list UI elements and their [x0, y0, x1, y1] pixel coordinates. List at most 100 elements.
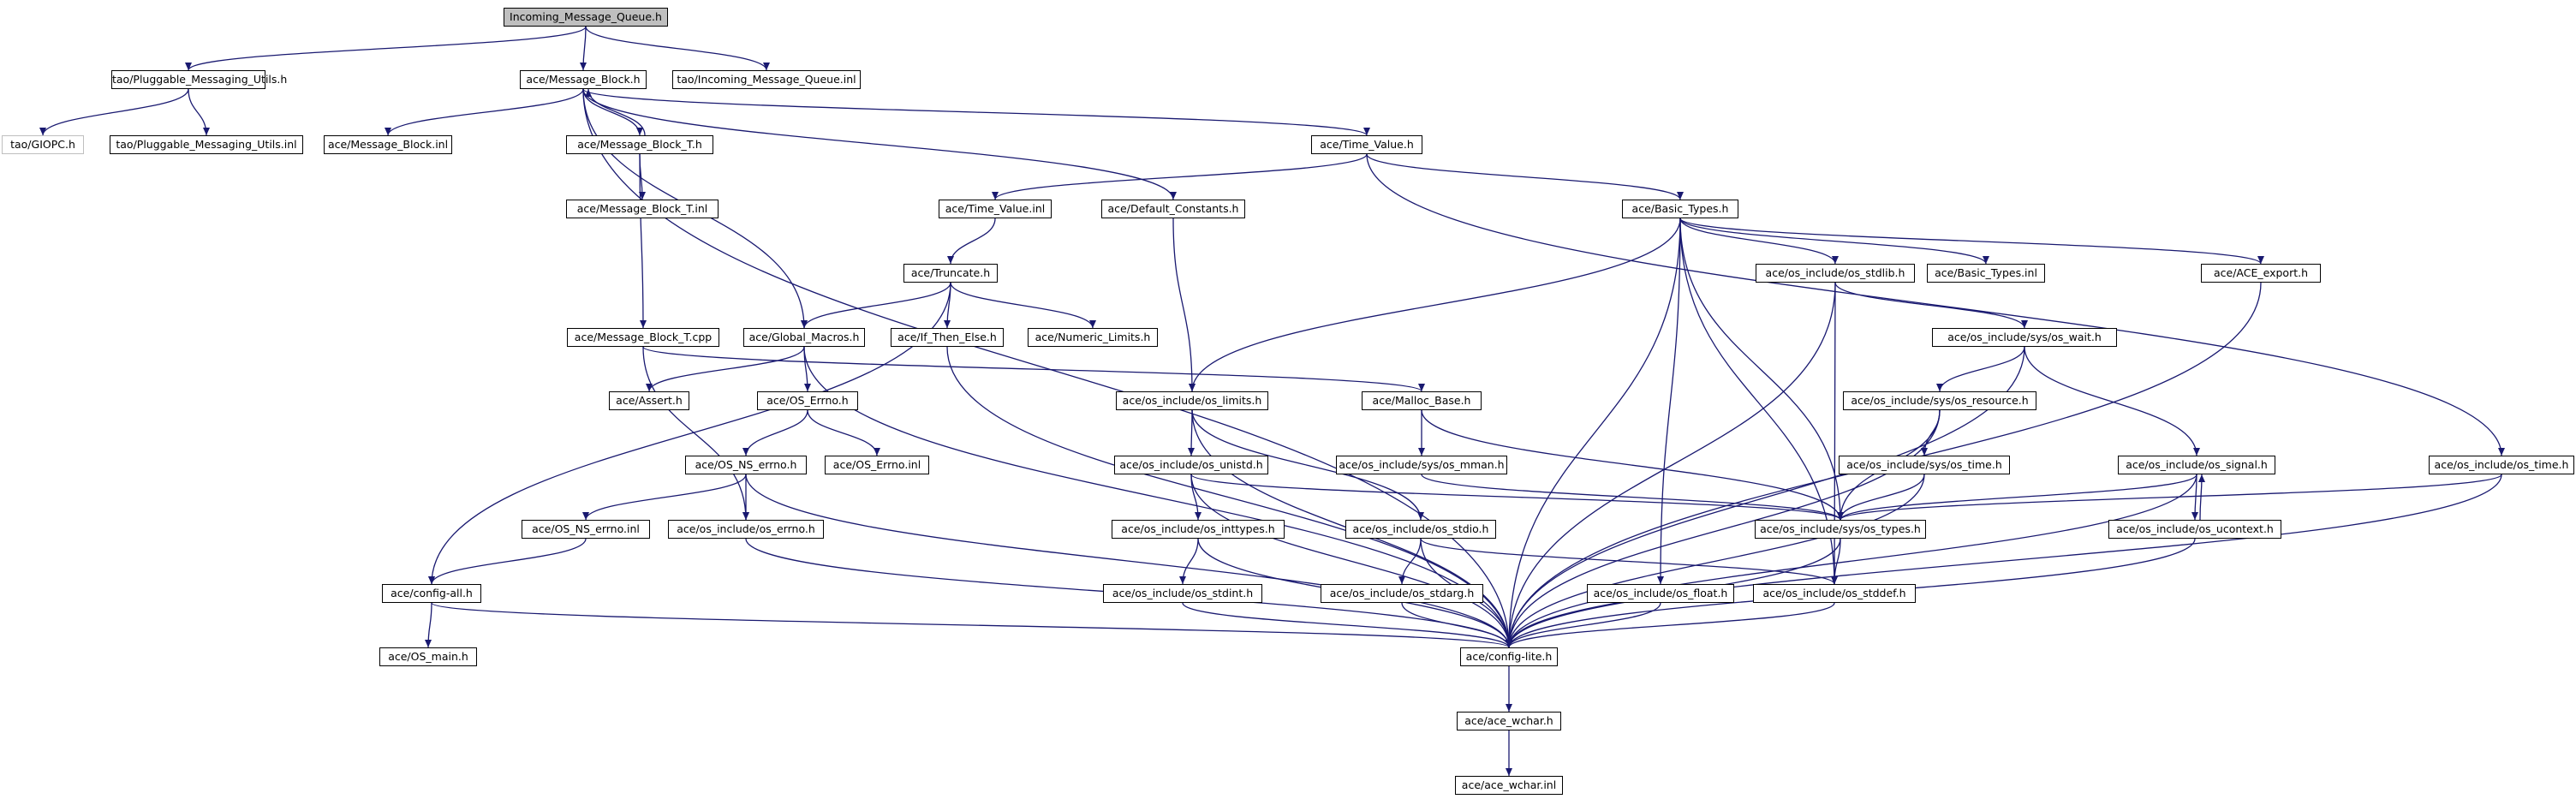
node-ace-time-value-inl[interactable]: ace/Time_Value.inl — [939, 200, 1052, 218]
edge-n43-to-n47 — [1401, 602, 1512, 648]
node-ace-time-value-h[interactable]: ace/Time_Value.h — [1311, 135, 1422, 154]
node-ace-truncate-h[interactable]: ace/Truncate.h — [903, 264, 998, 283]
edge-n15-to-n45 — [1831, 282, 1839, 585]
node-ace-os-main-h[interactable]: ace/OS_main.h — [379, 647, 477, 666]
node-ace-os-include-sys-os-mman-h[interactable]: ace/os_include/sys/os_mman.h — [1336, 456, 1507, 474]
edge-n31-to-n39 — [1421, 474, 1844, 521]
edge-n13-to-n44 — [1657, 218, 1681, 585]
node-ace-os-include-os-inttypes-h[interactable]: ace/os_include/os_inttypes.h — [1112, 520, 1285, 539]
edge-n18-to-n26 — [642, 346, 1425, 392]
node-ace-os-include-os-signal-h[interactable]: ace/os_include/os_signal.h — [2118, 456, 2275, 474]
node-ace-message-block-inl[interactable]: ace/Message_Block.inl — [324, 135, 452, 154]
edge-n41-to-n46 — [425, 602, 432, 648]
node-ace-os-ns-errno-h[interactable]: ace/OS_NS_errno.h — [685, 456, 807, 474]
node-ace-ace-wchar-h[interactable]: ace/ace_wchar.h — [1457, 712, 1561, 730]
edge-n15-to-n47 — [1506, 282, 1836, 648]
node-ace-os-errno-h[interactable]: ace/OS_Errno.h — [757, 391, 858, 410]
node-ace-os-include-os-ucontext-h[interactable]: ace/os_include/os_ucontext.h — [2108, 520, 2281, 539]
node-ace-os-include-os-errno-h[interactable]: ace/os_include/os_errno.h — [668, 520, 824, 539]
edge-n12-to-n25 — [1172, 218, 1196, 392]
edge-n2-to-n6 — [188, 88, 210, 136]
node-ace-os-include-os-unistd-h[interactable]: ace/os_include/os_unistd.h — [1114, 456, 1268, 474]
node-ace-message-block-h[interactable]: ace/Message_Block.h — [520, 70, 647, 89]
node-ace-os-errno-inl[interactable]: ace/OS_Errno.inl — [825, 456, 929, 474]
edge-n45-to-n47 — [1506, 602, 1835, 648]
node-ace-numeric-limits-h[interactable]: ace/Numeric_Limits.h — [1028, 328, 1158, 347]
node-ace-default-constants-h[interactable]: ace/Default_Constants.h — [1101, 200, 1245, 218]
edge-n18-to-n36 — [642, 346, 749, 521]
edge-n22-to-n27 — [1936, 346, 2025, 392]
edge-n35-to-n41 — [428, 538, 587, 585]
edge-n38-to-n45 — [1420, 538, 1838, 585]
node-ace-os-include-os-stdint-h[interactable]: ace/os_include/os_stdint.h — [1103, 584, 1262, 603]
node-tao-incoming-message-queue-inl[interactable]: tao/Incoming_Message_Queue.inl — [672, 70, 861, 89]
edge-n11-to-n14 — [947, 218, 996, 265]
edge-n34-to-n39 — [1837, 474, 2502, 521]
node-ace-message-block-t-cpp[interactable]: ace/Message_Block_T.cpp — [567, 328, 719, 347]
edge-n1-to-n3 — [580, 26, 587, 71]
node-ace-os-ns-errno-inl[interactable]: ace/OS_NS_errno.inl — [522, 520, 650, 539]
edge-n1-to-n4 — [585, 26, 770, 71]
edge-n30-to-n39 — [1190, 474, 1844, 521]
edge-n3-to-n47 — [582, 88, 1512, 648]
node-ace-os-include-os-stdio-h[interactable]: ace/os_include/os_stdio.h — [1345, 520, 1496, 539]
edge-n32-to-n47 — [1506, 474, 1925, 648]
node-tao-pluggable-messaging-utils-h[interactable]: tao/Pluggable_Messaging_Utils.h — [111, 70, 287, 89]
node-ace-assert-h[interactable]: ace/Assert.h — [609, 391, 689, 410]
node-ace-message-block-t-inl[interactable]: ace/Message_Block_T.inl — [566, 200, 719, 218]
edge-n22-to-n33 — [2024, 346, 2200, 456]
node-ace-basic-types-h[interactable]: ace/Basic_Types.h — [1622, 200, 1738, 218]
node-ace-config-lite-h[interactable]: ace/config-lite.h — [1460, 647, 1558, 666]
node-ace-os-include-os-limits-h[interactable]: ace/os_include/os_limits.h — [1116, 391, 1268, 410]
node-ace-os-include-os-stddef-h[interactable]: ace/os_include/os_stddef.h — [1753, 584, 1916, 603]
edge-n13-to-n47 — [1506, 218, 1681, 648]
node-ace-config-all-h[interactable]: ace/config-all.h — [382, 584, 481, 603]
edge-n25-to-n38 — [1191, 409, 1424, 521]
edge-n13-to-n25 — [1189, 218, 1681, 392]
node-ace-os-include-sys-os-time-h[interactable]: ace/os_include/sys/os_time.h — [1839, 456, 2010, 474]
edge-n28-to-n35 — [582, 474, 747, 521]
edge-n14-to-n21 — [950, 282, 1096, 329]
node-ace-if-then-else-h[interactable]: ace/If_Then_Else.h — [891, 328, 1004, 347]
edge-n9-to-n13 — [1366, 153, 1684, 200]
node-ace-basic-types-inl[interactable]: ace/Basic_Types.inl — [1927, 264, 2045, 283]
node-ace-os-include-sys-os-types-h[interactable]: ace/os_include/sys/os_types.h — [1755, 520, 1926, 539]
edge-n33-to-n39 — [1837, 474, 2197, 521]
edge-n14-to-n19 — [801, 282, 951, 329]
node-ace-os-include-sys-os-wait-h[interactable]: ace/os_include/sys/os_wait.h — [1932, 328, 2117, 347]
node-ace-malloc-base-h[interactable]: ace/Malloc_Base.h — [1362, 391, 1482, 410]
edge-n38-to-n43 — [1398, 538, 1422, 585]
edge-n19-to-n23 — [646, 346, 805, 392]
edge-n26-to-n39 — [1421, 409, 1844, 521]
node-tao-pluggable-messaging-utils-inl[interactable]: tao/Pluggable_Messaging_Utils.inl — [110, 135, 303, 154]
node-ace-message-block-t-h[interactable]: ace/Message_Block_T.h — [566, 135, 713, 154]
edge-n13-to-n16 — [1679, 218, 1989, 265]
node-ace-os-include-sys-os-resource-h[interactable]: ace/os_include/sys/os_resource.h — [1843, 391, 2036, 410]
edge-n44-to-n47 — [1506, 602, 1661, 648]
node-ace-global-macros-h[interactable]: ace/Global_Macros.h — [743, 328, 865, 347]
edge-n8-to-n18 — [639, 153, 647, 329]
node-ace-os-include-os-stdarg-h[interactable]: ace/os_include/os_stdarg.h — [1321, 584, 1483, 603]
edge-n24-to-n28 — [742, 409, 808, 456]
node-ace-os-include-os-stdlib-h[interactable]: ace/os_include/os_stdlib.h — [1756, 264, 1915, 283]
edge-n3-to-n9 — [582, 88, 1370, 136]
node-ace-os-include-os-float-h[interactable]: ace/os_include/os_float.h — [1587, 584, 1734, 603]
edge-n33-to-n40 — [2191, 474, 2199, 521]
edge-n28-to-n47 — [745, 474, 1512, 648]
node-incoming-message-queue-h: Incoming_Message_Queue.h — [504, 8, 668, 27]
edge-n13-to-n15 — [1679, 218, 1839, 265]
node-ace-ace-wchar-inl[interactable]: ace/ace_wchar.inl — [1455, 776, 1563, 795]
edge-n33-to-n47 — [1506, 474, 2197, 648]
edge-n13-to-n17 — [1679, 218, 2264, 265]
edge-n3-to-n7 — [385, 88, 584, 136]
edge-n30-to-n47 — [1190, 474, 1512, 648]
edge-n13-to-n45 — [1679, 218, 1838, 585]
node-ace-ace-export-h[interactable]: ace/ACE_export.h — [2201, 264, 2321, 283]
edge-n15-to-n22 — [1834, 282, 2028, 329]
node-tao-giopc-h[interactable]: tao/GIOPC.h — [2, 135, 84, 154]
node-ace-os-include-os-time-h[interactable]: ace/os_include/os_time.h — [2429, 456, 2574, 474]
edge-n9-to-n11 — [992, 153, 1368, 200]
edge-n40-to-n33 — [2197, 474, 2205, 521]
